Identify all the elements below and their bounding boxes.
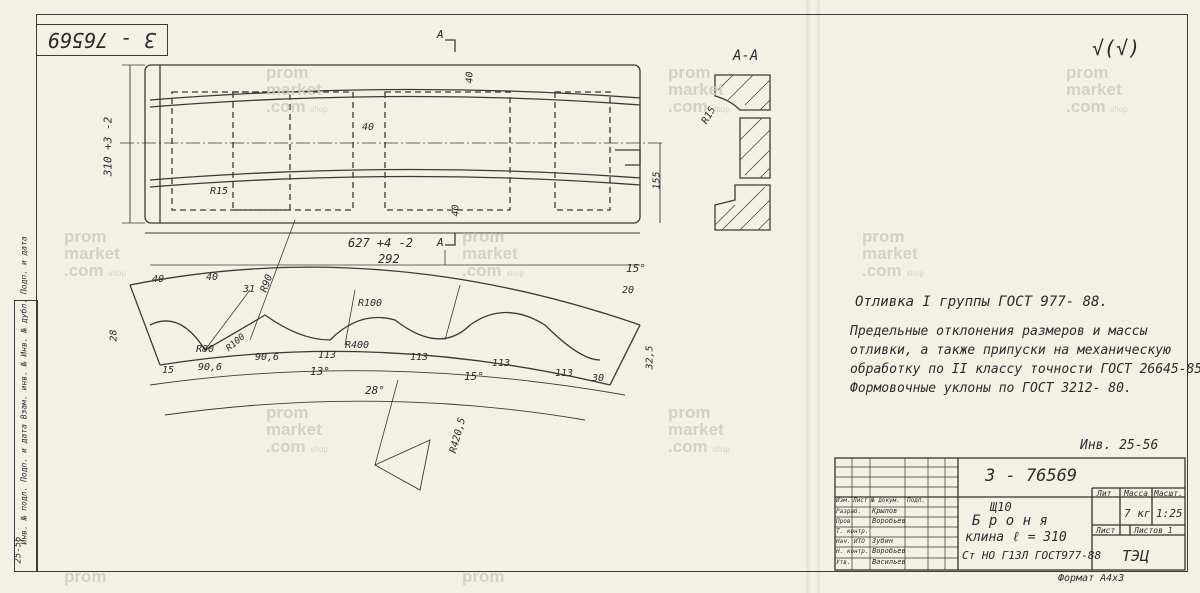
title-row-role: Изм. [836,497,851,504]
title-material: Ст НО Г13Л ГОСТ977-88 [962,549,1102,562]
title-row-role: Лист [853,497,868,504]
dim-height: 310 +3 -2 [101,116,115,177]
note-casting: Отливка I группы ГОСТ 977- 88. [855,294,1108,310]
title-col-mass: Масса [1124,489,1149,498]
inventory-number: Инв. 25-56 [1080,438,1159,453]
dim-angle-15-a: 15° [464,370,484,383]
note-tolerance-3: обработку по II классу точности ГОСТ 266… [850,362,1200,377]
title-org: ТЭЦ [1122,547,1150,565]
title-row-role: Т. контр. [836,528,869,535]
dim-40-c: 40 [450,204,462,217]
dim-r15-a: R15 [210,186,229,197]
dim-292: 292 [378,252,400,266]
title-part-sub: клина ℓ = 310 [965,530,1067,545]
note-tolerance-4: Формовочные уклоны по ГОСТ 3212- 80. [850,381,1132,396]
title-sheet: Лист [1096,526,1116,535]
dim-40-b: 40 [362,122,375,133]
watermark: prom [462,567,505,586]
title-part-name: Б р о н я [972,513,1048,529]
note-tolerance-2: отливки, а также припуски на механическу… [850,343,1171,358]
title-row-role: Н. контр. [836,548,869,555]
cut-mark-bottom: A [437,236,444,249]
title-row-name: Зубин [872,537,894,545]
dim-15: 15 [162,365,175,376]
dim-90-6-b: 90,6 [255,352,280,363]
title-row-role: № докум. [871,497,900,504]
title-row-role: Подп. [907,497,926,504]
dim-30: 30 [592,373,605,384]
cut-mark-top: A [437,28,444,41]
title-col-scale: Масшт. [1154,489,1183,498]
title-row-name: Воробьев [872,547,906,555]
dim-40-d: 40 [152,274,165,285]
watermark: prom [64,567,107,586]
dim-length: 627 +4 -2 [348,236,414,250]
title-col-lit: Лит [1097,489,1112,498]
dim-40-a: 40 [464,71,476,84]
dim-r400: R400 [345,340,370,351]
dim-20: 20 [622,285,635,296]
title-row-role: Пров. [836,518,855,525]
dim-113-d: 113 [555,368,574,379]
dim-angle-13: 13° [310,365,330,378]
dim-28: 28 [108,329,120,342]
dim-113-b: 113 [410,352,429,363]
dim-155: 155 [651,171,663,190]
title-row-name: Васильев [872,558,906,566]
title-row-role: Разраб. [836,508,862,515]
revision-mark: √(√) [1092,36,1141,60]
title-row-role: Нач. ИТО [836,538,865,545]
title-scale: 1:25 [1156,507,1183,520]
paper-fold [806,0,820,593]
dim-113-a: 113 [318,350,337,361]
dim-90-6-a: 90,6 [198,362,223,373]
title-part-code: Щ10 [990,500,1012,514]
dim-angle-15-b: 15° [626,262,646,275]
title-sheets: Листов 1 [1134,526,1173,535]
number-box [36,24,168,56]
title-mass: 7 кг [1124,507,1151,520]
section-label: A-A [733,48,759,64]
dim-r80: R80 [196,344,215,355]
side-strip [14,300,38,572]
dim-angle-28: 28° [365,384,385,397]
note-tolerance-1: Предельные отклонения размеров и массы [850,324,1148,339]
title-row-name: Крылов [872,507,898,515]
dim-40-e: 40 [206,272,219,283]
title-doc-number: 3 - 76569 [985,466,1078,486]
dim-32-5: 32,5 [644,345,656,370]
title-format: Формат А4х3 [1058,573,1125,584]
dim-113-c: 113 [492,358,511,369]
title-row-role: Утв. [836,559,851,566]
dim-31: 31 [243,284,256,295]
dim-r100-a: R100 [358,298,383,309]
drawing-frame [36,14,1188,572]
title-row-name: Воробьев [872,517,906,525]
